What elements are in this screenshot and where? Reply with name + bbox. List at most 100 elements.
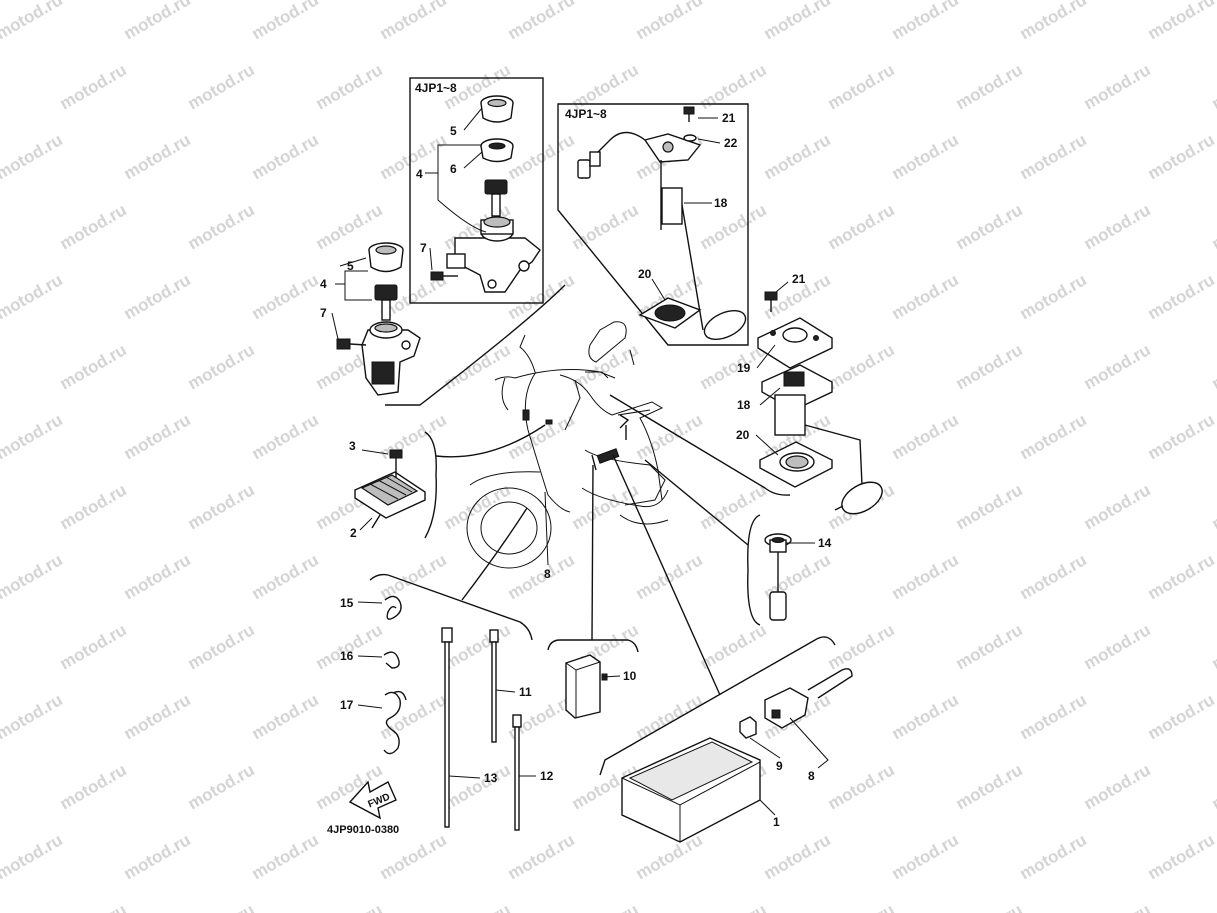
watermark-text: motod.ru xyxy=(505,550,578,603)
watermark-text: motod.ru xyxy=(441,760,514,813)
sender-plate-part[interactable] xyxy=(757,317,833,369)
watermark-text: motod.ru xyxy=(0,60,2,113)
watermark-text: motod.ru xyxy=(185,340,258,393)
watermark-text: motod.ru xyxy=(377,130,450,183)
watermark-text: motod.ru xyxy=(249,130,322,183)
watermark-text: motod.ru xyxy=(1209,340,1217,393)
watermark-text: motod.ru xyxy=(0,0,66,43)
watermark-text: motod.ru xyxy=(377,690,450,743)
watermark-text: motod.ru xyxy=(505,270,578,323)
main-key-part[interactable] xyxy=(374,284,398,321)
sender-washer-part[interactable] xyxy=(683,134,697,142)
main-key-cap-part[interactable] xyxy=(368,242,404,273)
watermark-text: motod.ru xyxy=(633,830,706,883)
watermark-text: motod.ru xyxy=(249,0,322,43)
watermark-text: motod.ru xyxy=(121,830,194,883)
watermark-text: motod.ru xyxy=(0,900,2,913)
watermark-text: motod.ru xyxy=(697,60,770,113)
inset-label-ignition: 4JP1~8 xyxy=(415,81,457,95)
watermark-text: motod.ru xyxy=(121,0,194,43)
watermark-text: motod.ru xyxy=(1081,60,1154,113)
callout-17: 17 xyxy=(340,698,354,712)
watermark-text: motod.ru xyxy=(313,620,386,673)
watermark-text: motod.ru xyxy=(825,760,898,813)
watermark-text: motod.ru xyxy=(953,340,1026,393)
watermark-text: motod.ru xyxy=(569,200,642,253)
watermark-text: motod.ru xyxy=(0,690,66,743)
coupler-part[interactable] xyxy=(764,668,853,729)
cable-tie-13-part[interactable] xyxy=(441,627,453,828)
cable-ties-group: 8 11 12 13 15 xyxy=(327,491,554,836)
relay-part[interactable] xyxy=(565,654,608,719)
relay-group: 10 xyxy=(547,464,639,719)
watermark-text: motod.ru xyxy=(505,830,578,883)
main-ignition-switch-body[interactable] xyxy=(361,321,421,396)
cable-tie-12-part[interactable] xyxy=(512,714,522,831)
watermark-text: motod.ru xyxy=(761,830,834,883)
sender-bolt-part[interactable] xyxy=(764,291,778,312)
watermark-text: motod.ru xyxy=(953,200,1026,253)
ignition-key-part[interactable] xyxy=(484,179,508,217)
watermark-text: motod.ru xyxy=(1081,760,1154,813)
coupler-clip-part[interactable] xyxy=(739,716,757,739)
watermark-text: motod.ru xyxy=(313,60,386,113)
watermark-text: motod.ru xyxy=(889,130,962,183)
callout-18-main: 18 xyxy=(737,398,751,412)
watermark-text: motod.ru xyxy=(185,760,258,813)
main-ignition-group: 5 4 7 xyxy=(320,242,566,406)
callout-4-inset: 4 xyxy=(416,167,423,181)
watermark-text: motod.ru xyxy=(697,900,770,913)
watermark-text: motod.ru xyxy=(0,410,66,463)
callout-19: 19 xyxy=(737,361,751,375)
sender-screw-part[interactable] xyxy=(683,106,695,122)
fwd-arrow-icon: FWD xyxy=(348,780,397,820)
cdi-unit-part[interactable] xyxy=(621,737,761,843)
callout-8-harness: 8 xyxy=(544,567,551,581)
callout-13: 13 xyxy=(484,771,498,785)
watermark-text: motod.ru xyxy=(1081,340,1154,393)
rectifier-bolt-part[interactable] xyxy=(389,449,403,478)
watermark-text: motod.ru xyxy=(249,550,322,603)
watermark-text: motod.ru xyxy=(825,200,898,253)
watermark-text: motod.ru xyxy=(249,410,322,463)
watermark-text: motod.ru xyxy=(825,620,898,673)
callout-5-inset: 5 xyxy=(450,124,457,138)
watermark-text: motod.ru xyxy=(1081,900,1154,913)
watermark-text: motod.ru xyxy=(121,130,194,183)
cable-tie-11-part[interactable] xyxy=(489,629,499,743)
watermark-text: motod.ru xyxy=(377,0,450,43)
rectifier-regulator-part[interactable] xyxy=(354,471,426,529)
fuel-sender-assembly[interactable] xyxy=(577,131,750,346)
watermark-text: motod.ru xyxy=(0,200,2,253)
watermark-text: motod.ru xyxy=(121,270,194,323)
sender-gasket-main-part[interactable] xyxy=(759,441,833,488)
cdi-group: 9 8 1 xyxy=(599,454,853,843)
watermark-text: motod.ru xyxy=(633,690,706,743)
clip-16-part[interactable] xyxy=(383,651,400,669)
clip-17-part[interactable] xyxy=(383,690,407,755)
sender-unit-part[interactable] xyxy=(761,364,888,520)
watermark-text: motod.ru xyxy=(57,480,130,533)
watermark-text: motod.ru xyxy=(633,550,706,603)
retainer-ring-part[interactable] xyxy=(480,138,514,163)
watermark-text: motod.ru xyxy=(1209,620,1217,673)
watermark-text: motod.ru xyxy=(505,130,578,183)
key-cap-part[interactable] xyxy=(480,95,514,123)
thermo-sensor-part[interactable] xyxy=(764,533,792,621)
ignition-switch-body[interactable] xyxy=(446,216,541,293)
drawing-code: 4JP9010-0380 xyxy=(327,824,399,836)
watermark-text: motod.ru xyxy=(0,620,2,673)
watermark-text: motod.ru xyxy=(1209,480,1217,533)
sender-gasket-part[interactable] xyxy=(638,297,702,329)
main-switch-bolt-part[interactable] xyxy=(336,338,367,350)
callout-9: 9 xyxy=(776,759,783,773)
callout-12: 12 xyxy=(540,769,554,783)
watermark-text: motod.ru xyxy=(889,830,962,883)
switch-bolt-part[interactable] xyxy=(430,271,458,281)
watermark-text: motod.ru xyxy=(0,550,66,603)
watermark-text: motod.ru xyxy=(185,900,258,913)
watermark-text: motod.ru xyxy=(0,270,66,323)
watermark-text: motod.ru xyxy=(953,60,1026,113)
clip-15-part[interactable] xyxy=(384,595,402,620)
